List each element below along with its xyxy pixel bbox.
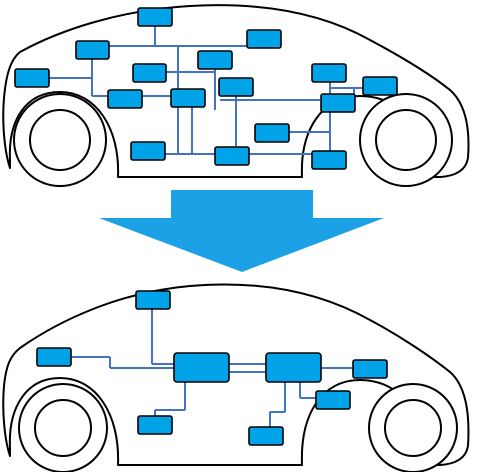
ecu-box [137, 7, 173, 27]
ecu-box [315, 390, 351, 410]
ecu-box [132, 63, 167, 83]
bottom-rear-wheel [368, 383, 458, 472]
ecu-box [248, 426, 284, 446]
ecu-box [14, 68, 50, 88]
ecu-box [36, 347, 72, 367]
ecu-box [135, 290, 171, 310]
ecu-box [214, 146, 250, 166]
top-rear-wheel [359, 93, 453, 187]
ecu-box [107, 89, 143, 109]
ecu-box [170, 88, 206, 108]
bottom-ecu-group [36, 290, 388, 446]
ecu-box [246, 29, 282, 49]
ecu-box [130, 141, 166, 161]
ecu-box [362, 76, 398, 96]
ecu-box [320, 93, 356, 113]
central-ecu-box [265, 352, 322, 383]
ecu-box [311, 150, 347, 170]
down-arrow-icon [99, 190, 384, 272]
ecu-box [75, 40, 110, 60]
ecu-box [137, 415, 173, 435]
bottom-front-wheel [18, 383, 108, 472]
bottom-car [2, 283, 470, 472]
central-ecu-box [173, 352, 230, 383]
top-car [2, 4, 470, 187]
ecu-box [311, 63, 347, 83]
ecu-box [197, 50, 233, 70]
ecu-box [352, 359, 388, 379]
top-ecu-group [14, 7, 398, 170]
ecu-box [218, 77, 254, 97]
ecu-box [254, 123, 290, 143]
top-front-wheel [13, 93, 107, 187]
